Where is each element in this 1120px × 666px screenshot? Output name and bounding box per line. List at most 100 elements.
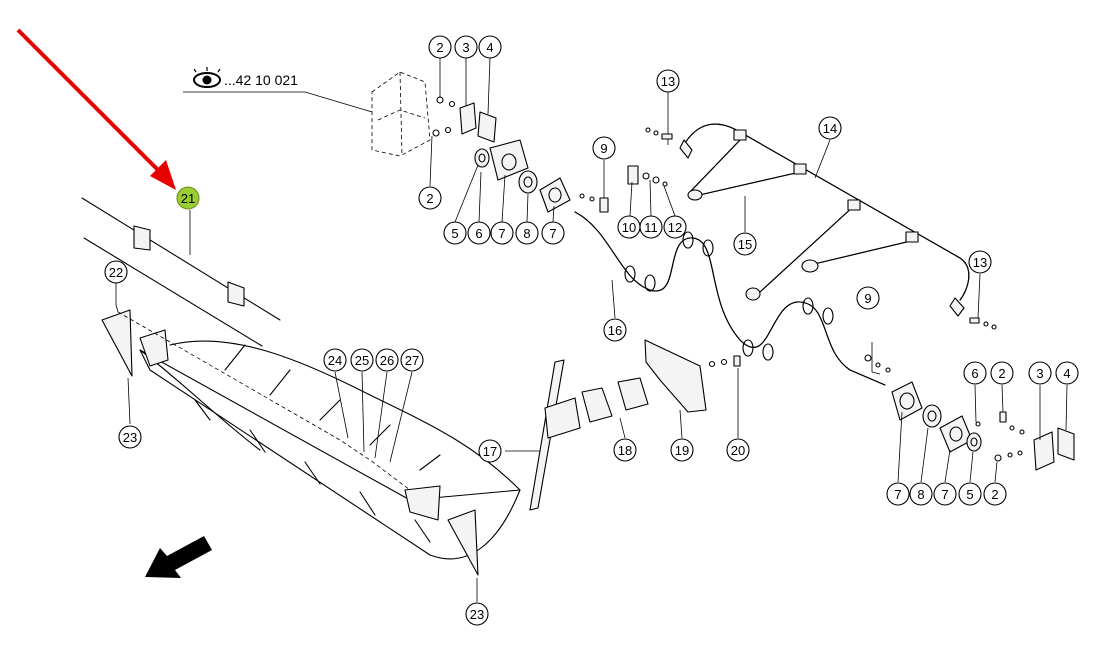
callout-label: 20 bbox=[731, 443, 745, 458]
callout-6a: 6 bbox=[467, 221, 491, 245]
callout-5a: 5 bbox=[443, 221, 467, 245]
callout-circle bbox=[933, 482, 957, 506]
callout-9b: 9 bbox=[856, 286, 880, 310]
callout-19: 19 bbox=[670, 438, 694, 462]
callout-8a: 8 bbox=[515, 221, 539, 245]
callout-label: 5 bbox=[966, 487, 973, 502]
callout-label: 14 bbox=[823, 121, 837, 136]
callout-23a: 23 bbox=[118, 425, 142, 449]
callout-7d: 7 bbox=[933, 482, 957, 506]
callout-label: 22 bbox=[109, 265, 123, 280]
callout-17: 17 bbox=[478, 439, 502, 463]
callout-label: 18 bbox=[618, 443, 632, 458]
callout-2a: 2 bbox=[428, 35, 452, 59]
callout-label: 13 bbox=[661, 74, 675, 89]
direction-arrow bbox=[145, 536, 212, 578]
callout-circle bbox=[613, 438, 637, 462]
callout-27: 27 bbox=[400, 348, 424, 372]
callout-label: 23 bbox=[123, 430, 137, 445]
callout-label: 7 bbox=[549, 226, 556, 241]
bracket-assembly-17-20 bbox=[505, 339, 741, 511]
callout-circle bbox=[465, 602, 489, 626]
callout-label: 11 bbox=[644, 220, 658, 235]
callout-label: 9 bbox=[600, 141, 607, 156]
callout-label: 23 bbox=[470, 607, 484, 622]
callout-14: 14 bbox=[818, 116, 842, 140]
callout-15: 15 bbox=[733, 232, 757, 256]
auger-trough bbox=[81, 197, 521, 602]
callout-label: 19 bbox=[675, 443, 689, 458]
callout-label: 13 bbox=[973, 255, 987, 270]
callout-circle bbox=[958, 482, 982, 506]
callout-7a: 7 bbox=[490, 221, 514, 245]
callout-circle bbox=[726, 438, 750, 462]
callout-circle bbox=[663, 215, 687, 239]
callout-label: 21 bbox=[181, 191, 195, 206]
callout-label: 2 bbox=[991, 487, 998, 502]
callout-circle bbox=[478, 35, 502, 59]
callout-circle bbox=[490, 221, 514, 245]
callout-label: 3 bbox=[462, 40, 469, 55]
callout-label: 4 bbox=[1063, 366, 1070, 381]
callout-11: 11 bbox=[639, 215, 663, 239]
callout-circle bbox=[733, 232, 757, 256]
callout-circle bbox=[990, 361, 1014, 385]
callout-circle bbox=[428, 35, 452, 59]
callout-label: 2 bbox=[998, 366, 1005, 381]
callout-2b: 2 bbox=[418, 186, 442, 210]
callout-label: 7 bbox=[498, 226, 505, 241]
callout-circle bbox=[515, 221, 539, 245]
callout-label: 2 bbox=[436, 40, 443, 55]
callout-circle bbox=[983, 482, 1007, 506]
callout-label: 24 bbox=[328, 353, 342, 368]
callout-circle bbox=[1028, 361, 1052, 385]
callout-24: 24 bbox=[323, 348, 347, 372]
callout-2c: 2 bbox=[990, 361, 1014, 385]
callout-circle bbox=[818, 116, 842, 140]
callout-circle bbox=[176, 186, 200, 210]
callout-18: 18 bbox=[613, 438, 637, 462]
reference-note: ...42 10 021 bbox=[183, 67, 373, 113]
callout-circle bbox=[656, 69, 680, 93]
callout-26: 26 bbox=[375, 348, 399, 372]
callout-circle bbox=[909, 482, 933, 506]
callout-13a: 13 bbox=[656, 69, 680, 93]
callout-4b: 4 bbox=[1055, 361, 1079, 385]
callout-label: 5 bbox=[451, 226, 458, 241]
bearing-set-lower bbox=[864, 342, 1075, 483]
callout-16: 16 bbox=[603, 318, 627, 342]
callout-12: 12 bbox=[663, 215, 687, 239]
callout-label: 10 bbox=[622, 220, 636, 235]
callout-label: 17 bbox=[483, 444, 497, 459]
red-pointer-arrow bbox=[16, 28, 176, 190]
callout-label: 25 bbox=[355, 353, 369, 368]
callout-circle bbox=[592, 136, 616, 160]
callout-circle bbox=[968, 250, 992, 274]
callout-label: 6 bbox=[971, 366, 978, 381]
callout-circle bbox=[886, 482, 910, 506]
callout-circle bbox=[454, 35, 478, 59]
callout-8b: 8 bbox=[909, 482, 933, 506]
callout-2d: 2 bbox=[983, 482, 1007, 506]
callout-10: 10 bbox=[617, 215, 641, 239]
eye-icon bbox=[193, 67, 221, 88]
callout-circle bbox=[323, 348, 347, 372]
callout-circle bbox=[104, 260, 128, 284]
callout-25: 25 bbox=[350, 348, 374, 372]
callout-circle bbox=[541, 221, 565, 245]
callout-label: 7 bbox=[894, 487, 901, 502]
callout-13b: 13 bbox=[968, 250, 992, 274]
callout-22: 22 bbox=[104, 260, 128, 284]
callout-circle bbox=[670, 438, 694, 462]
callout-label: 27 bbox=[405, 353, 419, 368]
callout-circle bbox=[639, 215, 663, 239]
callout-circle bbox=[467, 221, 491, 245]
callout-circle bbox=[400, 348, 424, 372]
callout-circle bbox=[350, 348, 374, 372]
reel-shaft bbox=[574, 211, 886, 386]
callout-label: 9 bbox=[864, 291, 871, 306]
callout-3b: 3 bbox=[1028, 361, 1052, 385]
callout-label: 12 bbox=[668, 220, 682, 235]
callout-circle bbox=[963, 361, 987, 385]
